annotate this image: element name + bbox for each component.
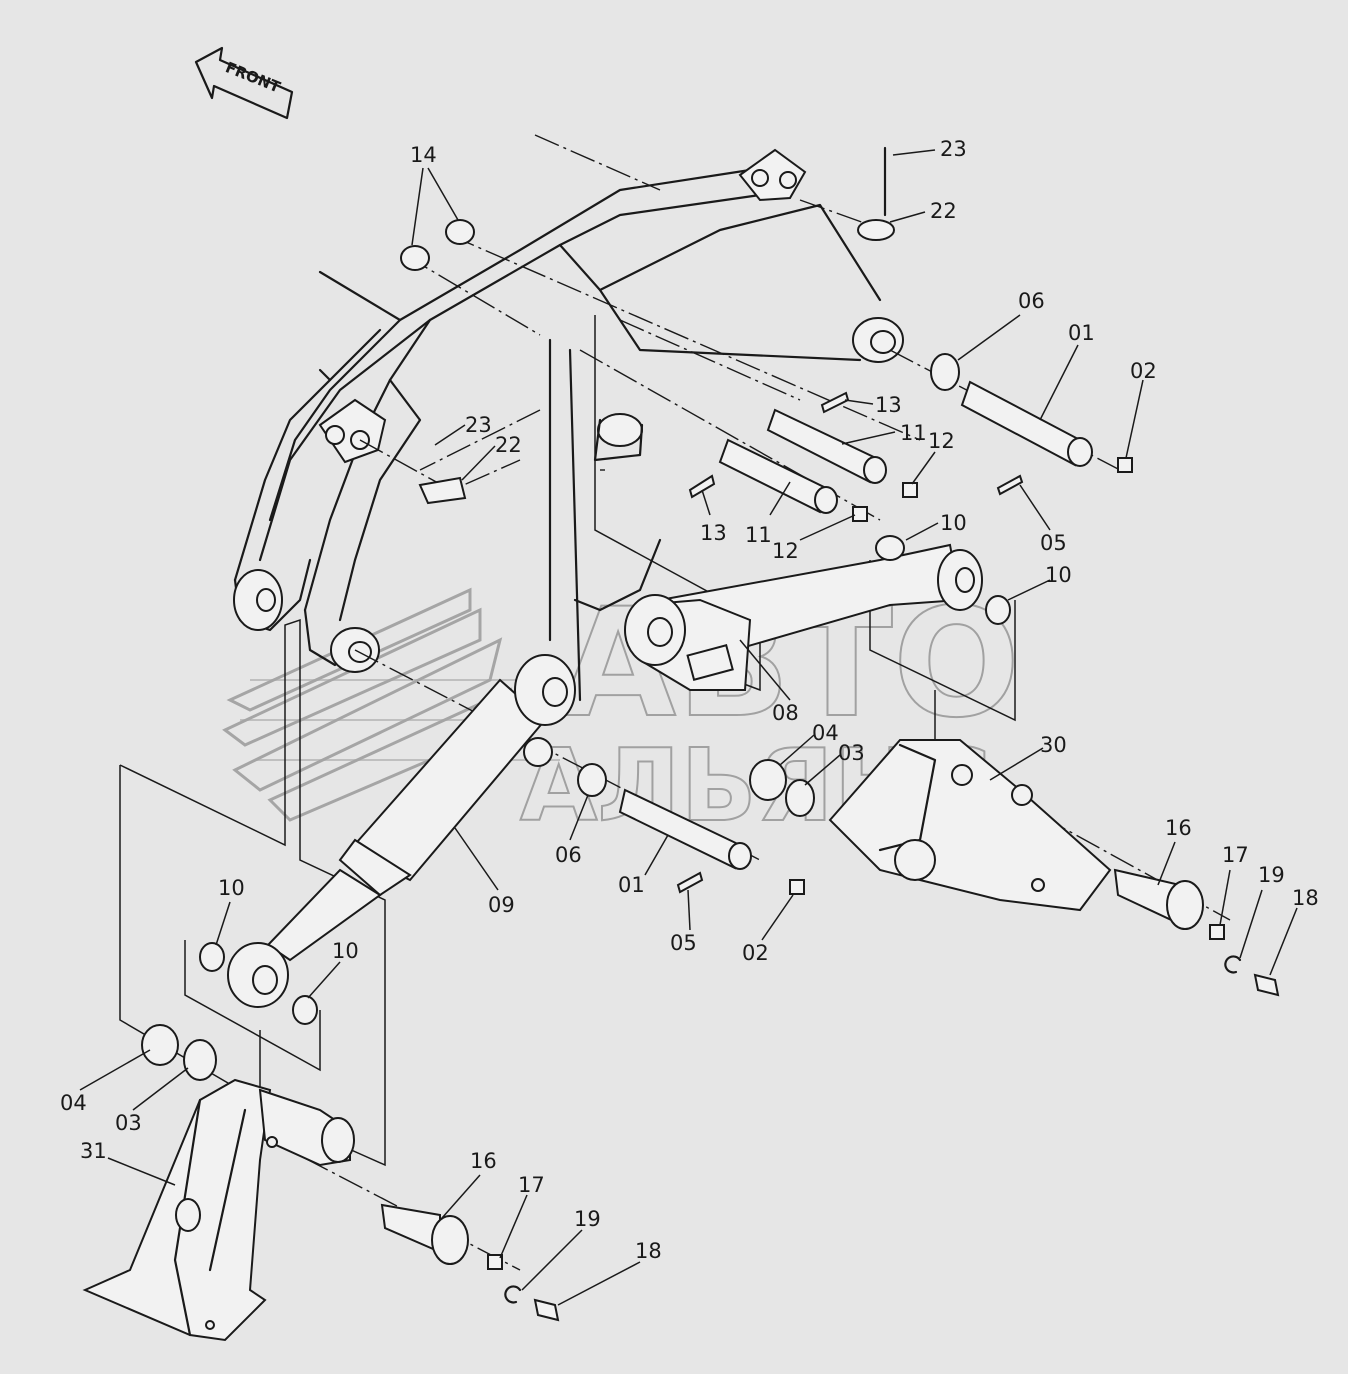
front-label: FRONT xyxy=(223,58,284,96)
callout-18: 18 xyxy=(635,1239,662,1263)
callout-23: 23 xyxy=(465,413,492,437)
callout-30: 30 xyxy=(1040,733,1067,757)
leader-lines xyxy=(79,149,1298,1306)
callout-10: 10 xyxy=(218,876,245,900)
callout-17: 17 xyxy=(518,1173,545,1197)
callout-17: 17 xyxy=(1222,843,1249,867)
callout-03: 03 xyxy=(838,741,865,765)
callout-02: 02 xyxy=(742,941,769,965)
callout-05: 05 xyxy=(670,931,697,955)
callout-04: 04 xyxy=(812,721,839,745)
callout-11: 11 xyxy=(745,523,772,547)
callout-10: 10 xyxy=(1045,563,1072,587)
callout-13: 13 xyxy=(875,393,902,417)
lower-cylinder-09 xyxy=(227,654,576,1008)
small-parts xyxy=(141,146,1280,1322)
callout-16: 16 xyxy=(470,1149,497,1173)
callout-labels: 14 23 22 06 01 02 13 11 12 23 22 13 11 1… xyxy=(60,137,1319,1263)
bracket-30 xyxy=(828,739,1112,912)
front-arrow-icon: FRONT xyxy=(194,46,294,120)
callout-05: 05 xyxy=(1040,531,1067,555)
callout-31: 31 xyxy=(80,1139,107,1163)
callout-01: 01 xyxy=(618,873,645,897)
callout-11: 11 xyxy=(900,421,927,445)
callout-10: 10 xyxy=(940,511,967,535)
boom-frame xyxy=(233,148,904,702)
callout-03: 03 xyxy=(115,1111,142,1135)
callout-09: 09 xyxy=(488,893,515,917)
callout-22: 22 xyxy=(495,433,522,457)
callout-12: 12 xyxy=(772,539,799,563)
callout-08: 08 xyxy=(772,701,799,725)
callout-14: 14 xyxy=(410,143,437,167)
upper-cylinder-08 xyxy=(624,543,983,691)
callout-04: 04 xyxy=(60,1091,87,1115)
callout-02: 02 xyxy=(1130,359,1157,383)
callout-10: 10 xyxy=(332,939,359,963)
callout-01: 01 xyxy=(1068,321,1095,345)
callout-06: 06 xyxy=(555,843,582,867)
callout-18: 18 xyxy=(1292,886,1319,910)
callout-12: 12 xyxy=(928,429,955,453)
callout-13: 13 xyxy=(700,521,727,545)
callout-19: 19 xyxy=(574,1207,601,1231)
callout-19: 19 xyxy=(1258,863,1285,887)
callout-16: 16 xyxy=(1165,816,1192,840)
watermark-logo-icon xyxy=(222,587,560,822)
callout-06: 06 xyxy=(1018,289,1045,313)
callout-23: 23 xyxy=(940,137,967,161)
callout-22: 22 xyxy=(930,199,957,223)
bracket-31 xyxy=(82,1078,355,1342)
